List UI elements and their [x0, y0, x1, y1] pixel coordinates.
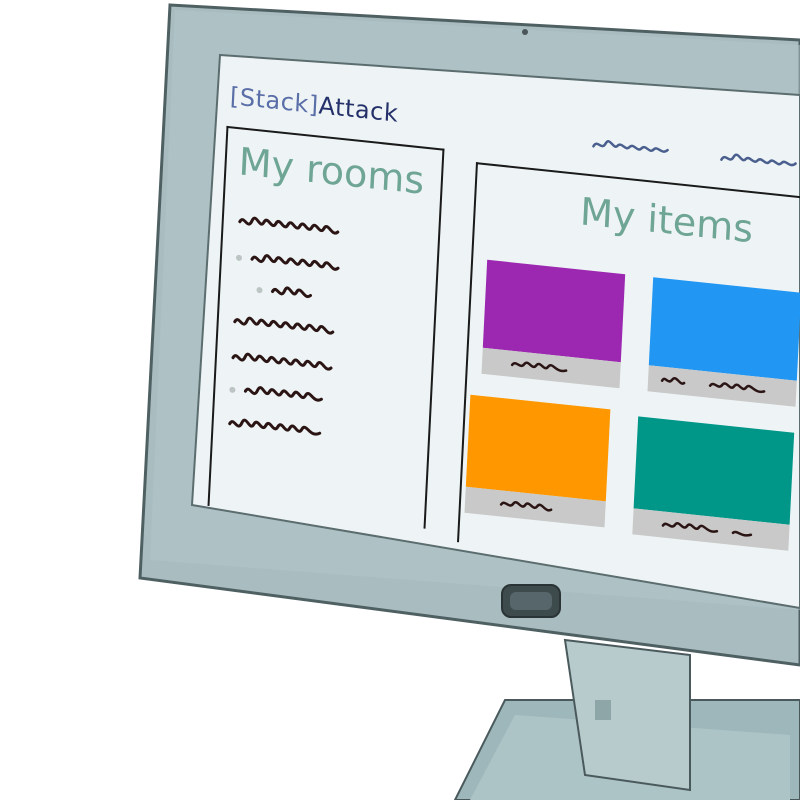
- stand-port: [595, 700, 611, 720]
- app-screen: [Stack]Attack My rooms: [199, 55, 800, 579]
- bullet-icon: [229, 386, 236, 394]
- scribble-text-icon: [250, 254, 340, 271]
- room-item[interactable]: [227, 414, 328, 449]
- nav-link-2[interactable]: [719, 148, 800, 176]
- bullet-icon: [256, 286, 263, 294]
- item-color-swatch: [482, 259, 626, 363]
- room-item[interactable]: [230, 348, 341, 384]
- webcam-icon: [522, 29, 528, 35]
- room-item[interactable]: [232, 312, 343, 348]
- item-color-swatch: [633, 416, 795, 525]
- items-heading: My items: [579, 189, 755, 252]
- item-caption: [647, 365, 797, 407]
- monitor-stand-neck: [563, 638, 691, 792]
- items-panel: My items: [457, 162, 800, 579]
- app-logo[interactable]: [Stack]Attack: [229, 82, 399, 128]
- nav-link-1[interactable]: [591, 134, 672, 162]
- scribble-text-icon: [720, 153, 797, 167]
- scribble-text-icon: [231, 352, 333, 371]
- brand-bracket: [Stack]: [229, 82, 320, 120]
- scribble-text-icon: [510, 361, 568, 373]
- room-item[interactable]: [237, 212, 348, 248]
- item-caption: [464, 486, 606, 528]
- scribble-text-icon: [238, 216, 340, 235]
- item-caption: [632, 508, 790, 551]
- item-color-swatch: [648, 277, 800, 381]
- scribble-text-icon: [228, 418, 322, 436]
- item-color-swatch: [465, 394, 611, 502]
- rooms-heading: My rooms: [237, 139, 426, 203]
- scribble-text-icon: [233, 316, 335, 335]
- brand-name: Attack: [317, 91, 399, 128]
- scribble-text-icon: [270, 286, 313, 299]
- scribble-text-icon: [660, 377, 766, 394]
- scribble-text-icon: [499, 501, 553, 512]
- rooms-panel: My rooms: [207, 125, 445, 529]
- item-caption: [481, 347, 621, 389]
- scribble-text-icon: [243, 386, 323, 402]
- scribble-text-icon: [661, 522, 753, 537]
- scribble-text-icon: [592, 140, 669, 153]
- bullet-icon: [235, 254, 243, 262]
